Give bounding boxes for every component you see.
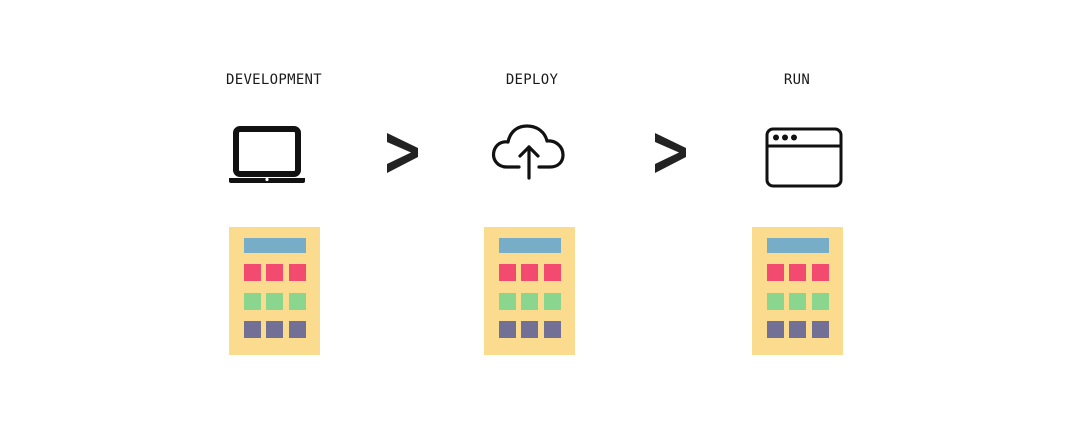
stage-label-run: RUN <box>783 72 811 88</box>
calculator-key <box>266 321 283 338</box>
calculator-key <box>811 321 829 338</box>
calculator-key <box>243 264 261 281</box>
laptop-icon <box>229 118 319 190</box>
chevron-right-icon <box>653 130 689 176</box>
stage-label-development: DEVELOPMENT <box>225 72 323 88</box>
calculator-screen <box>498 238 561 253</box>
calculator-key <box>789 321 806 338</box>
calculator-key <box>811 292 829 310</box>
stage-label-deploy: DEPLOY <box>505 72 559 88</box>
calculator-key <box>498 292 516 310</box>
calculator-key <box>543 321 561 338</box>
calculator-app-icon <box>751 227 843 355</box>
calculator-key <box>766 292 784 310</box>
calculator-app-icon <box>228 227 320 355</box>
calculator-key <box>789 292 806 310</box>
calculator-key <box>243 292 261 310</box>
calculator-key <box>288 292 306 310</box>
calculator-key <box>498 321 516 338</box>
calculator-key <box>766 264 784 281</box>
calculator-key <box>266 264 283 281</box>
chevron-right-icon <box>385 130 421 176</box>
calculator-key <box>288 264 306 281</box>
calculator-key <box>789 264 806 281</box>
calculator-key <box>498 264 516 281</box>
calculator-key <box>521 321 538 338</box>
calculator-key <box>543 292 561 310</box>
browser-window-icon <box>760 118 850 190</box>
calculator-key <box>521 264 538 281</box>
calculator-key <box>766 321 784 338</box>
cloud-upload-icon <box>485 118 575 190</box>
calculator-key <box>288 321 306 338</box>
calculator-app-icon <box>483 227 575 355</box>
calculator-key <box>266 292 283 310</box>
calculator-screen <box>766 238 829 253</box>
calculator-screen <box>243 238 306 253</box>
calculator-key <box>521 292 538 310</box>
calculator-key <box>243 321 261 338</box>
calculator-key <box>811 264 829 281</box>
calculator-key <box>543 264 561 281</box>
